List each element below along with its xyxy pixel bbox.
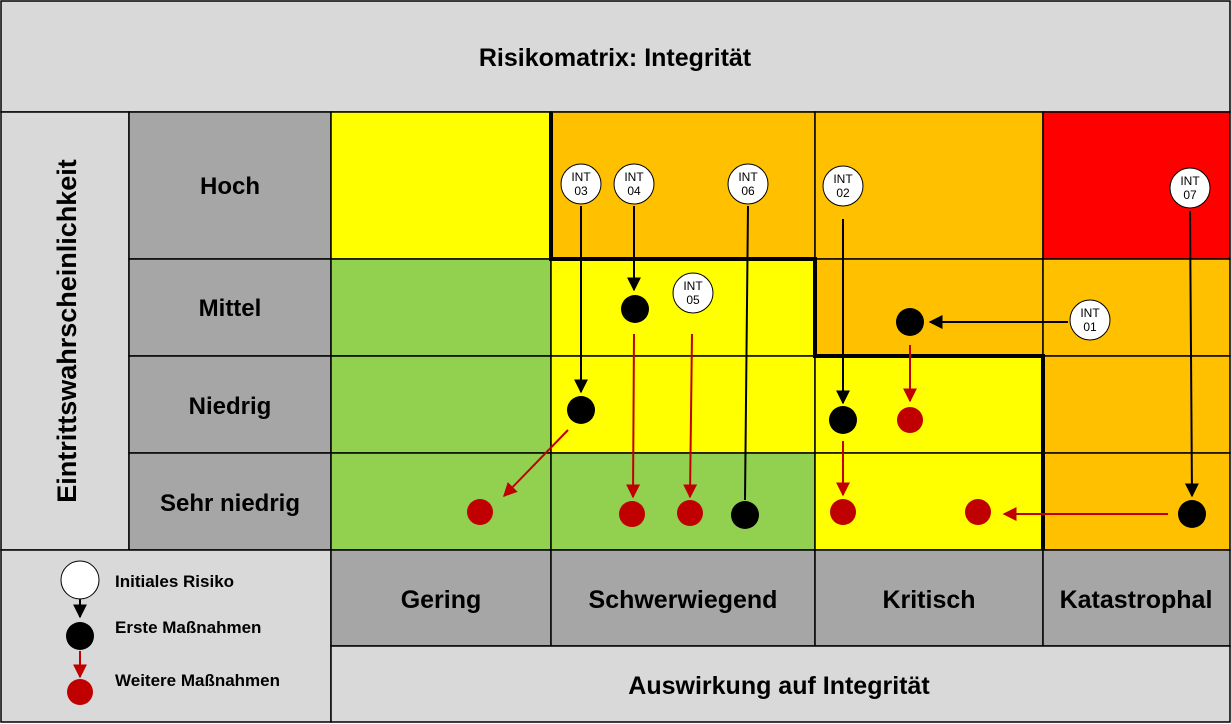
marker-further-int01 xyxy=(897,407,923,433)
row-label-niedrig: Niedrig xyxy=(189,393,272,420)
matrix-cells xyxy=(330,111,1231,551)
col-header-gering xyxy=(330,549,552,647)
cell-r3-c0 xyxy=(330,452,552,551)
legend-first-icon xyxy=(66,622,94,650)
risk-int03: INT 03 xyxy=(560,163,602,205)
cell-r0-c0 xyxy=(330,111,552,260)
col-header-kritisch xyxy=(814,549,1044,647)
arrow-int03-further xyxy=(503,429,569,498)
risk-int06-line2: 06 xyxy=(741,184,755,198)
risk-int06: INT 06 xyxy=(727,163,769,205)
legend-further-label: Weitere Maßnahmen xyxy=(115,671,280,690)
col-label-gering: Gering xyxy=(401,586,482,614)
col-header-schwerwiegend xyxy=(550,549,816,647)
risk-int05-line2: 05 xyxy=(686,293,700,307)
risk-int02-line2: 02 xyxy=(836,186,850,200)
marker-further-int04 xyxy=(619,501,645,527)
risk-int05-line1: INT xyxy=(683,279,703,293)
risk-int04: INT 04 xyxy=(613,163,655,205)
cell-r3-c3 xyxy=(1042,452,1231,551)
risk-int02: INT 02 xyxy=(822,165,864,207)
marker-first-int04 xyxy=(621,295,649,323)
cell-r1-c0 xyxy=(330,258,552,357)
risk-int07-line1: INT xyxy=(1180,174,1200,188)
legend-panel xyxy=(0,549,332,723)
arrow-int04-further xyxy=(626,333,641,499)
arrow-int05-further xyxy=(683,333,698,499)
legend-first-label: Erste Maßnahmen xyxy=(115,618,261,637)
legend-initial-icon xyxy=(60,560,100,600)
legend-further-icon xyxy=(67,679,93,705)
marker-first-int02 xyxy=(829,406,857,434)
risk-int04-line2: 04 xyxy=(627,184,641,198)
cell-r1-c2 xyxy=(814,258,1044,357)
marker-further-int07 xyxy=(965,499,991,525)
marker-first-int07 xyxy=(1178,500,1206,528)
marker-first-int06 xyxy=(731,501,759,529)
risk-int07-line2: 07 xyxy=(1183,188,1197,202)
marker-further-int05 xyxy=(677,500,703,526)
arrow-int06-first xyxy=(744,205,749,501)
risk-int05: INT 05 xyxy=(672,272,714,314)
col-label-kritisch: Kritisch xyxy=(882,586,975,614)
row-label-hoch: Hoch xyxy=(200,173,260,200)
risk-int01: INT 01 xyxy=(1069,299,1111,341)
cell-r2-c2 xyxy=(814,355,1044,454)
row-header-hoch xyxy=(128,111,332,260)
marker-first-int03 xyxy=(567,396,595,424)
marker-further-int02 xyxy=(830,499,856,525)
row-header-sehr-niedrig xyxy=(128,452,332,551)
risk-int01-line1: INT xyxy=(1080,306,1100,320)
x-axis-label: Auswirkung auf Integrität xyxy=(628,672,930,700)
row-header-mittel xyxy=(128,258,332,357)
cell-r1-c3 xyxy=(1042,258,1231,357)
risk-int01-line2: 01 xyxy=(1083,320,1097,334)
marker-first-int01 xyxy=(896,308,924,336)
cell-r3-c1 xyxy=(550,452,816,551)
y-axis-label: Eintrittswahrscheinlichkeit xyxy=(52,159,82,503)
risk-int06-line1: INT xyxy=(738,170,758,184)
title-bar xyxy=(0,0,1231,113)
arrow-int07-first xyxy=(1184,210,1199,498)
cell-r2-c0 xyxy=(330,355,552,454)
cell-r3-c2 xyxy=(814,452,1044,551)
row-label-mittel: Mittel xyxy=(199,295,262,322)
risk-int07: INT 07 xyxy=(1169,167,1211,209)
marker-further-int03 xyxy=(467,499,493,525)
row-header-niedrig xyxy=(128,355,332,454)
legend-initial-label: Initiales Risiko xyxy=(115,572,234,591)
col-label-schwerwiegend: Schwerwiegend xyxy=(589,586,778,614)
cell-r2-c1 xyxy=(550,355,816,454)
cell-r2-c3 xyxy=(1042,355,1231,454)
y-axis-panel xyxy=(0,111,130,551)
threshold-line xyxy=(549,112,1045,550)
col-header-katastrophal xyxy=(1042,549,1231,647)
risk-int04-line1: INT xyxy=(624,170,644,184)
matrix-title: Risikomatrix: Integrität xyxy=(479,44,752,72)
risk-int02-line1: INT xyxy=(833,172,853,186)
risk-int03-line2: 03 xyxy=(574,184,588,198)
x-axis-panel xyxy=(330,645,1231,723)
row-label-sehr-niedrig: Sehr niedrig xyxy=(160,490,300,517)
col-label-katastrophal: Katastrophal xyxy=(1060,586,1213,614)
risk-int03-line1: INT xyxy=(571,170,591,184)
